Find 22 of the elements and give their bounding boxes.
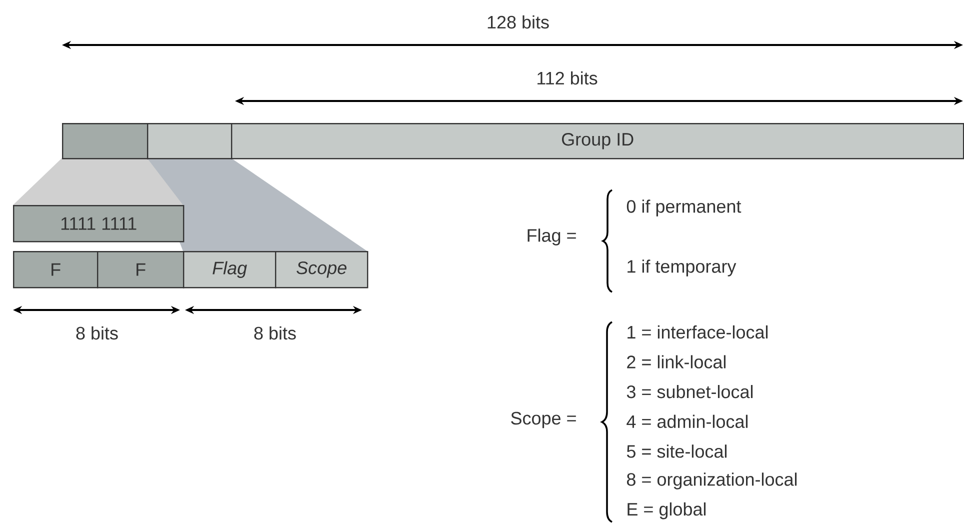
field-cell: F <box>13 251 98 288</box>
dimension-label: 8 bits <box>254 326 296 340</box>
value-text: 1 if temporary <box>628 260 736 276</box>
bar-segment <box>147 123 232 160</box>
dimension-label: 128 bits <box>488 15 549 29</box>
field-box: 1111 1111 <box>13 205 184 242</box>
field-cell: Flag <box>183 251 276 288</box>
value-text: 3 = subnet-local <box>626 385 753 398</box>
bar-segment <box>62 123 148 160</box>
value-text: E = global <box>628 502 706 520</box>
value-text: 4 = admin-local <box>626 414 748 428</box>
value-text: 0 if permanent <box>626 200 742 216</box>
field-cell: F <box>97 251 184 288</box>
value-text: 2 = link-local <box>627 355 726 368</box>
value-text: 1 = interface-local <box>628 325 768 339</box>
value-text: 5 = site-local <box>626 444 727 458</box>
dimension-label: 8 bits <box>76 326 118 340</box>
value-text: 8 = organization-local <box>627 472 797 490</box>
equation-label: Scope = <box>511 412 576 428</box>
equation-label: Flag = <box>528 228 576 246</box>
dimension-label: 112 bits <box>538 71 598 85</box>
field-cell: Scope <box>275 251 368 288</box>
